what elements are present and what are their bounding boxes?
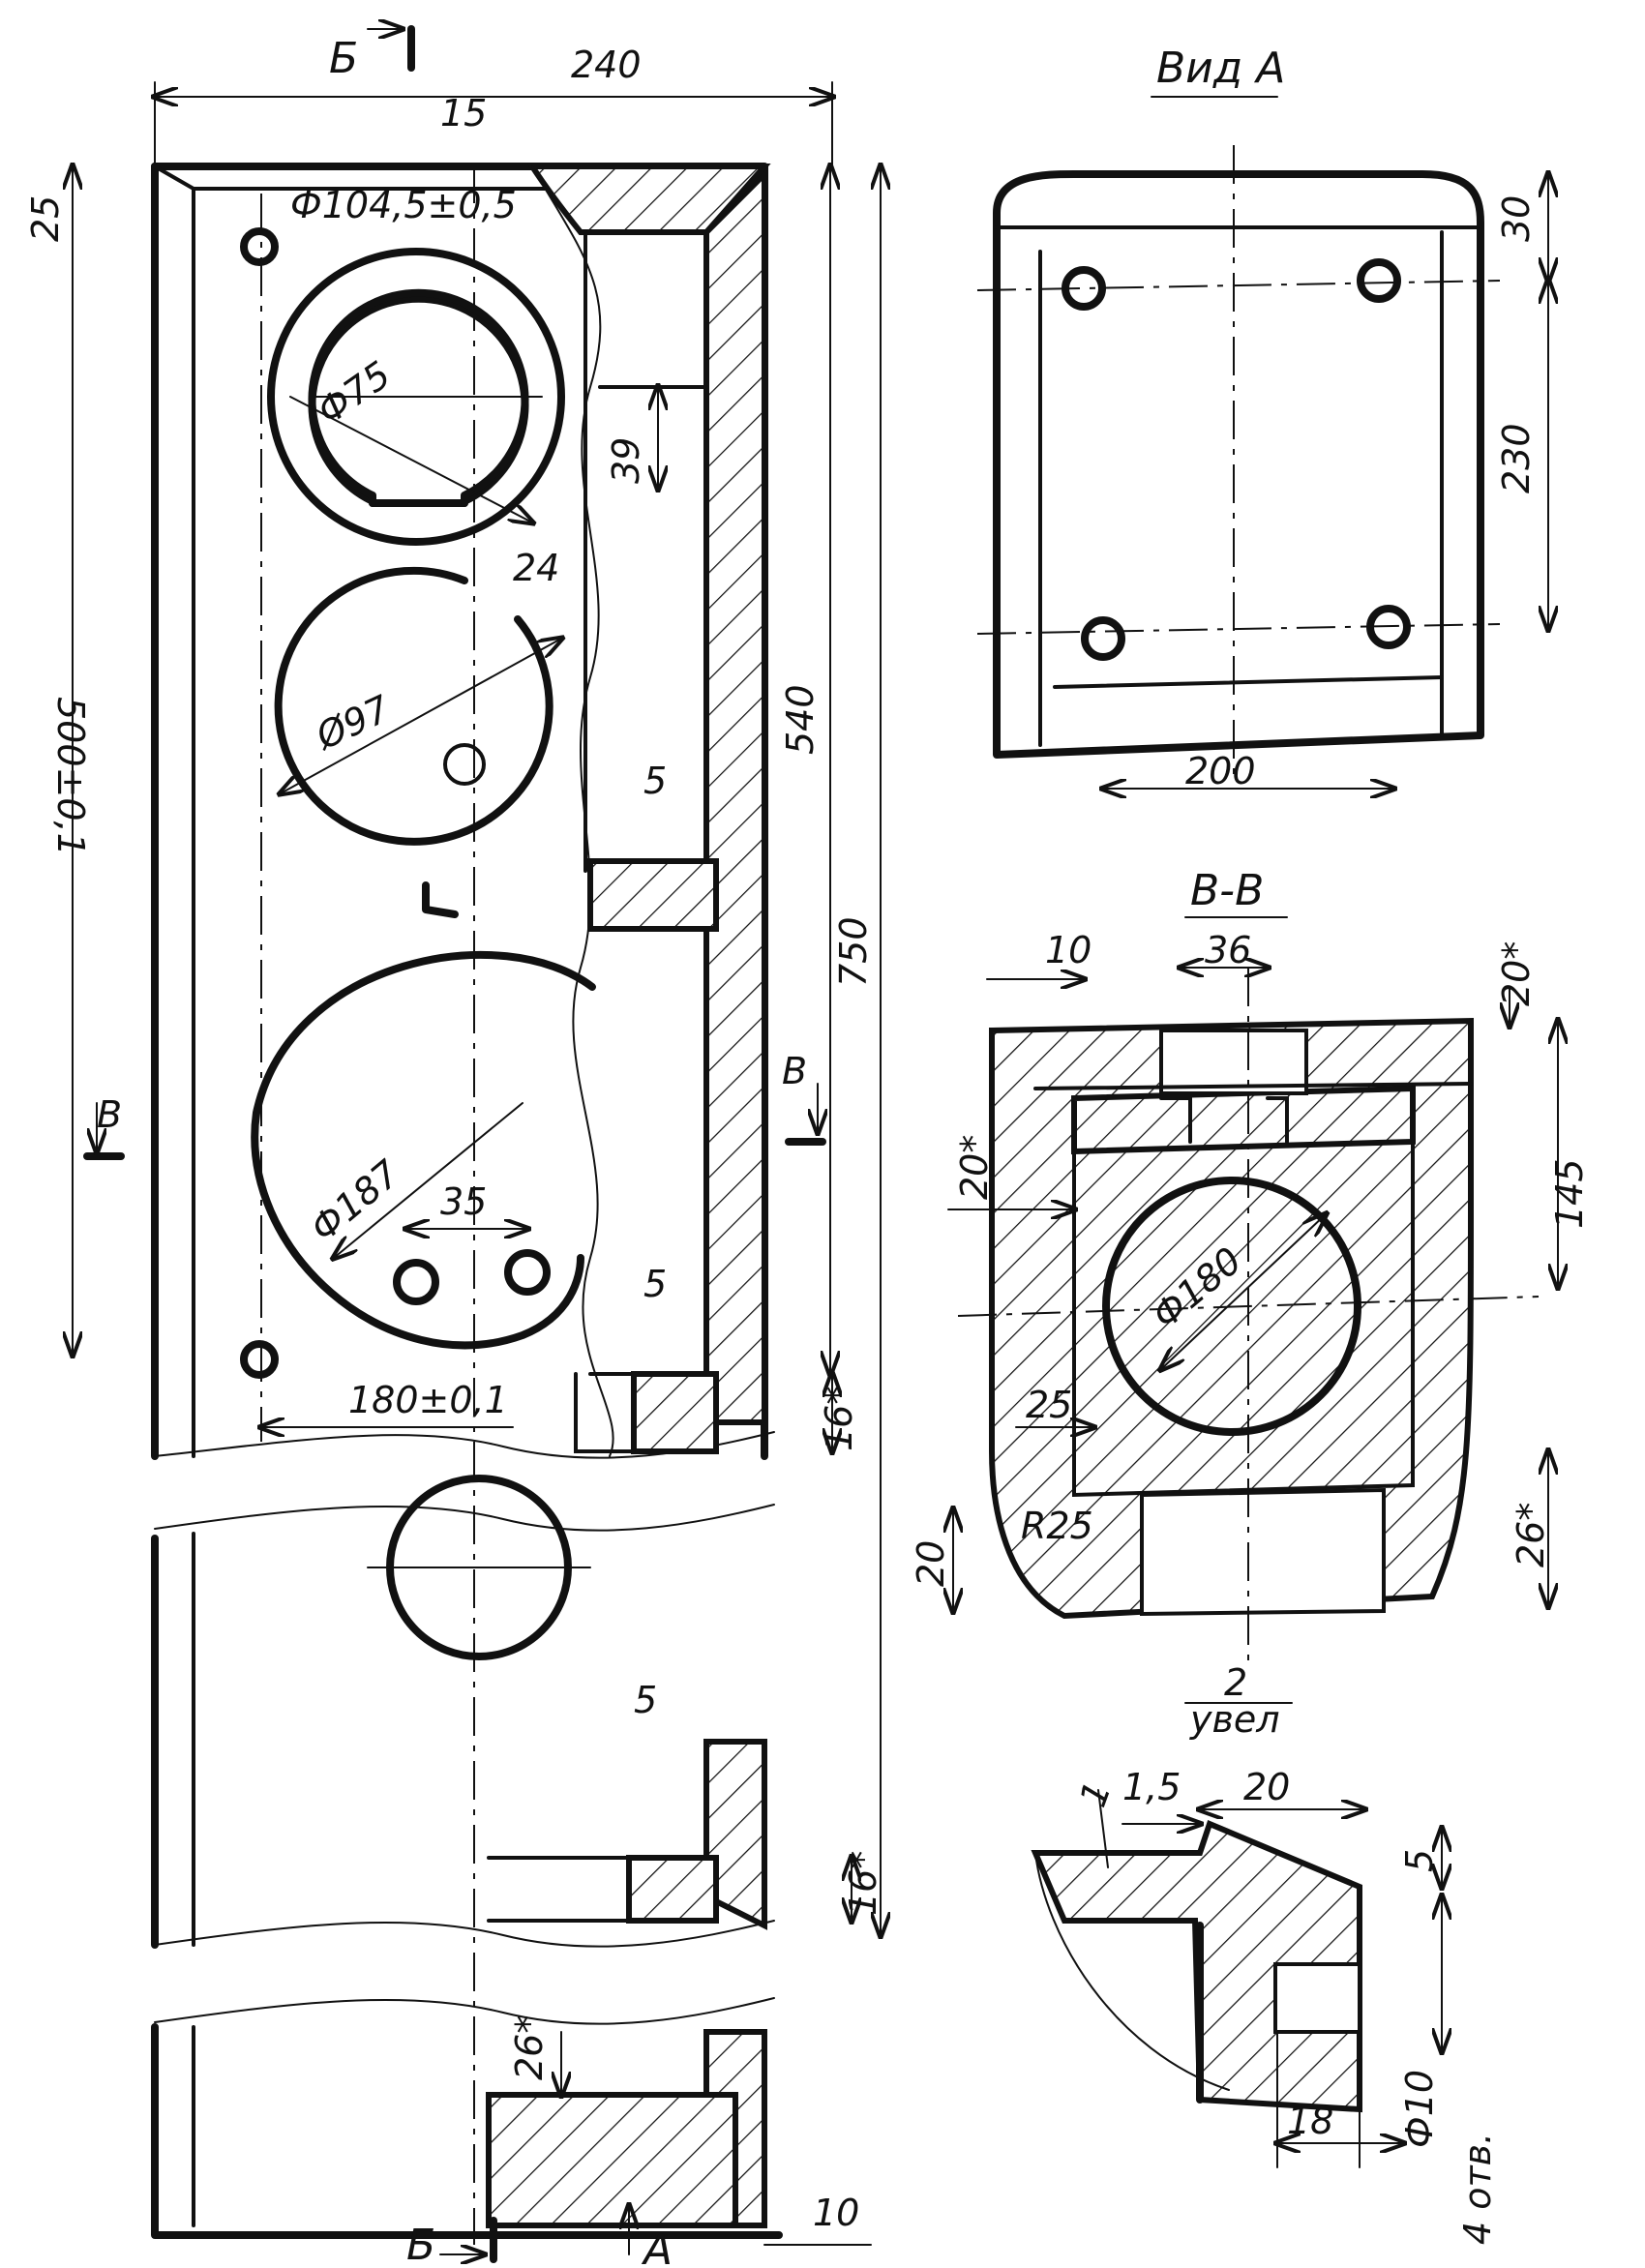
dim-bb-25: 25	[1026, 1384, 1072, 1426]
dim-detail-10: Ф10	[1398, 2070, 1441, 2148]
main-view	[73, 29, 881, 2259]
section-arrow-left-label: В	[97, 1093, 122, 1136]
dim-top-25: 25	[24, 195, 67, 242]
dim-bottom-10: 10	[813, 2192, 859, 2234]
dim-height-500: 500±0,1	[49, 697, 92, 856]
dim-bore-104: Ф104,5±0,5	[290, 184, 517, 226]
dim-width-total: 240	[571, 44, 642, 86]
section-arrow-right-label: В	[782, 1050, 807, 1092]
dim-detail-1-5: 1,5	[1122, 1766, 1181, 1808]
dim-view-a-230: 230	[1495, 423, 1538, 493]
section-mark-top: Б	[329, 34, 358, 83]
view-a: Вид А 200 30 230	[976, 44, 1548, 792]
dim-wall-5a: 5	[643, 760, 667, 802]
detail-scale-label: увел	[1189, 1698, 1280, 1741]
dim-detail-20: 20	[1243, 1766, 1290, 1808]
dim-39: 39	[605, 437, 647, 484]
dim-height-540: 540	[779, 684, 822, 755]
dim-height-750: 750	[832, 916, 875, 987]
dim-bb-20-top: 20*	[1495, 941, 1538, 1006]
dim-wall-5c: 5	[634, 1679, 657, 1721]
detail-view: 2 увел 1 1,5 20 5 18 Ф10 4 отв.	[1031, 1661, 1499, 2245]
dim-bb-10: 10	[1045, 929, 1092, 971]
dim-detail-holes: 4 отв.	[1456, 2133, 1499, 2245]
dim-hole-187: Ф187	[303, 1152, 408, 1250]
dim-bb-r25: R25	[1021, 1505, 1093, 1547]
dim-bb-20-left: 20*	[953, 1135, 996, 1200]
dim-view-a-200: 200	[1185, 750, 1256, 792]
section-bb-title: В-В	[1190, 866, 1264, 915]
dim-rib-26: 26*	[508, 2015, 551, 2080]
section-mark-bottom: Б	[406, 2221, 435, 2264]
view-arrow-label: А	[641, 2225, 673, 2264]
dim-bb-145: 145	[1548, 1158, 1591, 1229]
dim-width-180: 180±0,1	[348, 1379, 508, 1421]
dim-view-a-30: 30	[1495, 195, 1538, 242]
dim-bb-26: 26*	[1510, 1503, 1552, 1567]
dim-wall-5b: 5	[643, 1263, 667, 1305]
dim-detail-18: 18	[1287, 2100, 1333, 2142]
dim-24: 24	[513, 547, 559, 589]
dim-bb-20-bottom: 20	[910, 1540, 952, 1587]
dim-offset-15: 15	[440, 92, 487, 134]
dim-rib-16b: 16*	[842, 1851, 884, 1916]
section-bb: В-В 10 36 20* 145 20* Ф180 25 R25 20 26*	[910, 866, 1591, 1664]
dim-detail-1: 1	[1071, 1776, 1120, 1812]
dim-pitch-35: 35	[440, 1180, 487, 1223]
view-a-title: Вид А	[1156, 44, 1285, 93]
detail-scale-num: 2	[1224, 1661, 1247, 1704]
dim-detail-5: 5	[1398, 1849, 1441, 1872]
dim-hole-97: Ø97	[308, 687, 396, 759]
dim-bb-36: 36	[1205, 929, 1251, 971]
dim-rib-16a: 16*	[818, 1387, 860, 1451]
